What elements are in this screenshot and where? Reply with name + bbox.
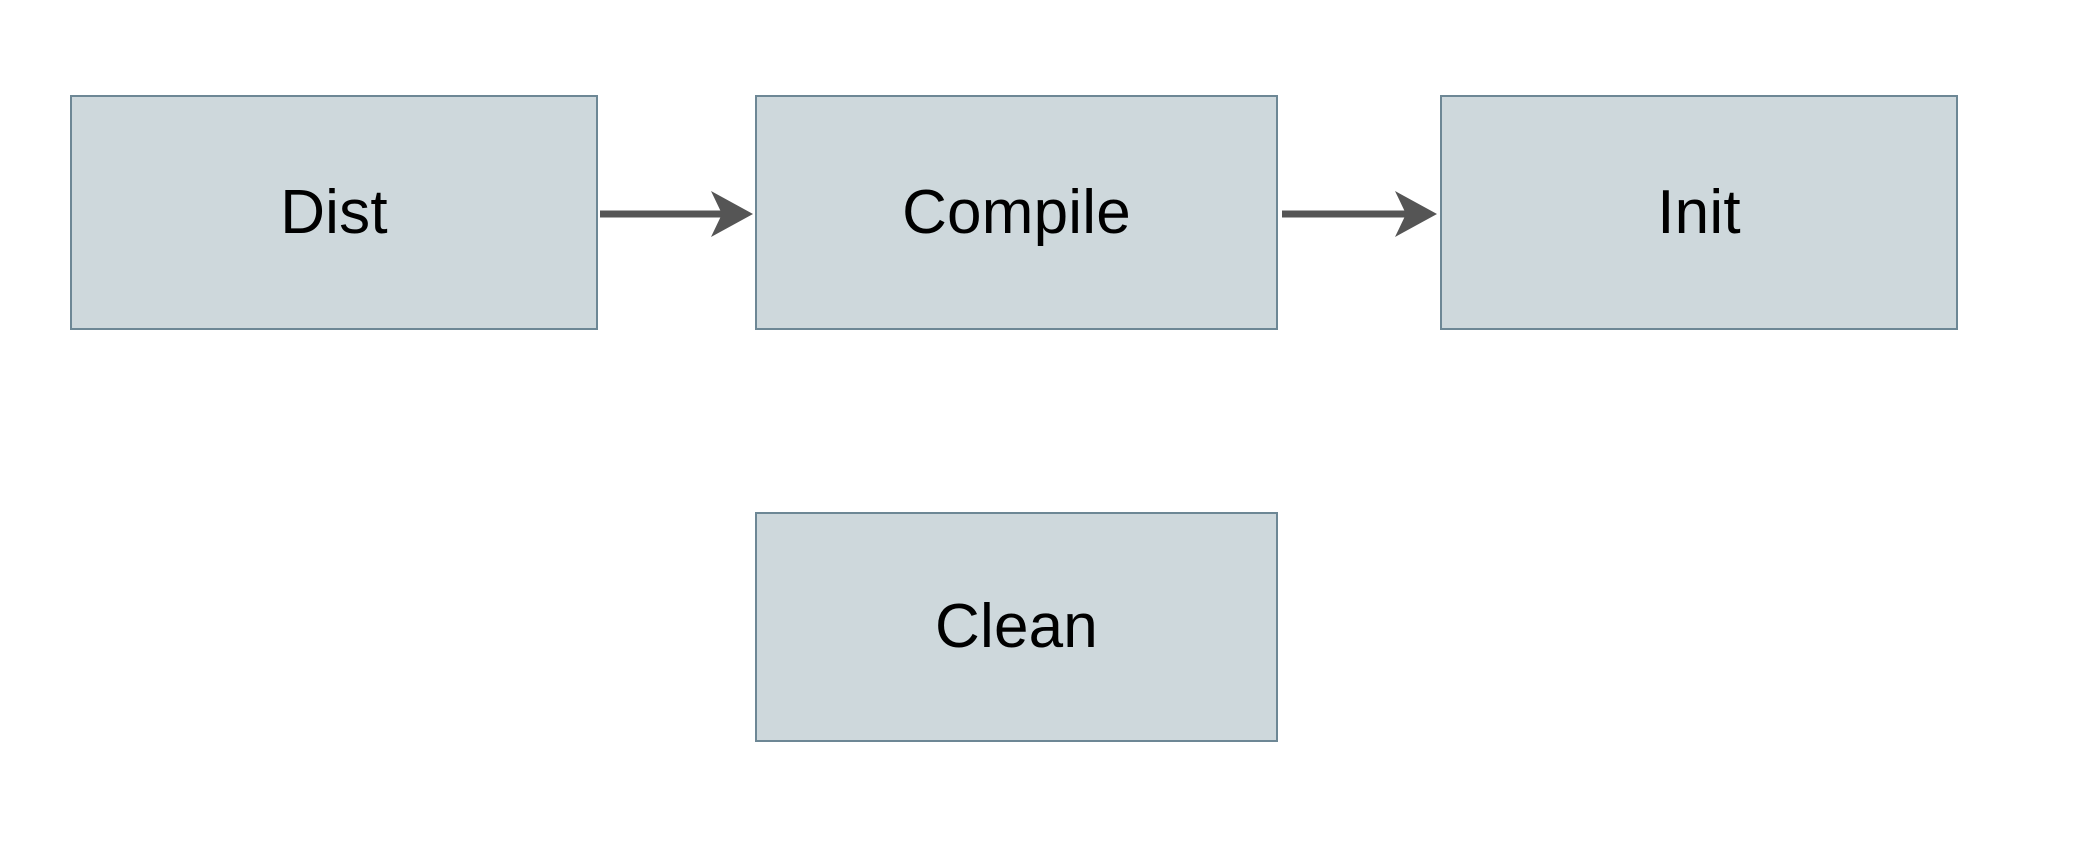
node-clean[interactable]: Clean: [755, 512, 1278, 742]
node-clean-label: Clean: [935, 592, 1098, 661]
edge-compile-init[interactable]: [1282, 191, 1437, 237]
node-dist[interactable]: Dist: [70, 95, 598, 330]
arrowhead-icon: [711, 191, 753, 237]
node-init-label: Init: [1657, 177, 1741, 247]
node-init[interactable]: Init: [1440, 95, 1958, 330]
arrowhead-icon: [1395, 191, 1437, 237]
node-dist-label: Dist: [280, 177, 388, 247]
node-compile[interactable]: Compile: [755, 95, 1278, 330]
edge-dist-compile[interactable]: [600, 191, 753, 237]
node-compile-label: Compile: [902, 177, 1131, 247]
